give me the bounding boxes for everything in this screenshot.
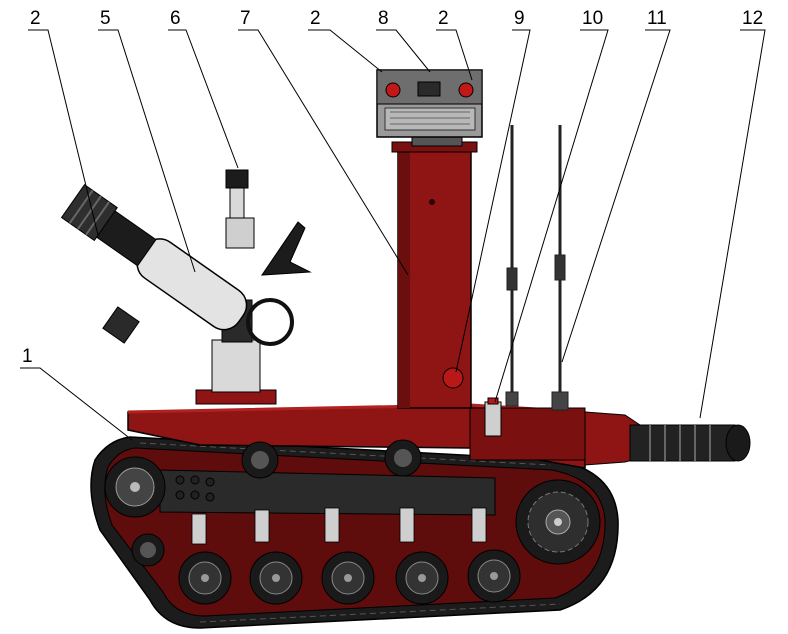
- callout-10: 10: [582, 8, 603, 29]
- control-lever: [261, 221, 312, 276]
- small-idler: [131, 533, 165, 567]
- water-monitor: [60, 169, 312, 405]
- callout-5: 5: [100, 8, 111, 29]
- road-wheels: [104, 439, 601, 605]
- emergency-button-icon: [442, 367, 464, 389]
- callout-11: 11: [647, 8, 667, 29]
- camera-head: [376, 69, 483, 147]
- track-tread-lines: [139, 442, 561, 623]
- suspension-springs: [191, 507, 487, 545]
- return-roller: [241, 441, 279, 479]
- callout-8: 8: [378, 8, 389, 29]
- callout-labels: 2 5 6 7 2 8 2 9 10 11 12 1: [22, 8, 763, 367]
- callout-7: 7: [240, 8, 251, 29]
- road-wheel: [395, 551, 449, 605]
- callout-1: 1: [22, 346, 33, 367]
- leader-lines: [20, 29, 766, 441]
- mast-tower: [391, 141, 478, 409]
- road-wheel: [321, 551, 375, 605]
- callout-9: 9: [514, 8, 525, 29]
- warning-light-icon: [385, 82, 401, 98]
- callout-12: 12: [742, 8, 763, 29]
- hand-wheel-icon: [246, 298, 294, 346]
- road-wheel: [178, 551, 232, 605]
- side-lamp: [484, 397, 502, 437]
- rear-panel-ports: [175, 475, 215, 502]
- road-wheel: [467, 549, 521, 603]
- warning-light-icon: [458, 82, 474, 98]
- idler-wheel: [104, 456, 166, 518]
- front-nozzle: [584, 411, 751, 466]
- return-roller: [384, 439, 422, 477]
- camera-lens: [417, 81, 441, 97]
- callout-6: 6: [170, 8, 181, 29]
- road-wheel: [249, 551, 303, 605]
- antennas: [505, 125, 569, 411]
- drive-sprocket: [515, 479, 601, 565]
- callout-2: 2: [30, 8, 41, 29]
- callout-2: 2: [438, 8, 449, 29]
- callout-2: 2: [310, 8, 321, 29]
